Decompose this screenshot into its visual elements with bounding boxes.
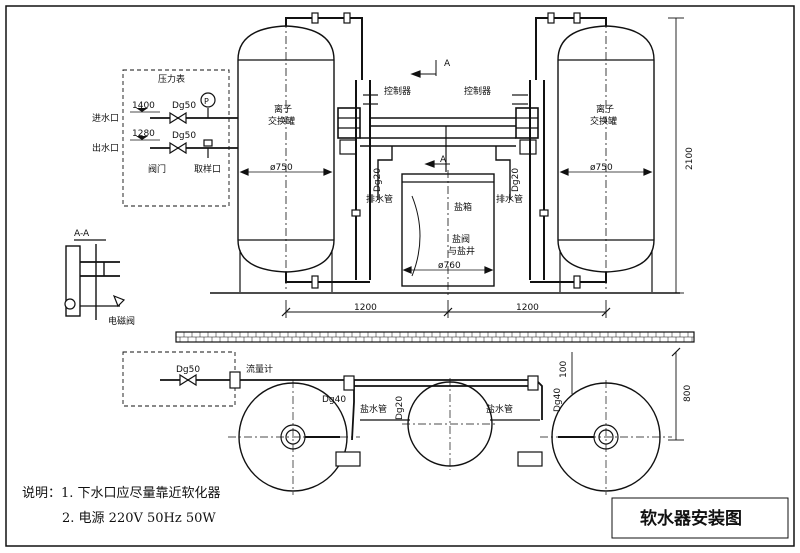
note-line-1: 说明：1. 下水口应尽量靠近软化器 xyxy=(22,485,221,501)
plan-view xyxy=(122,347,684,495)
label-pressure-gauge: 压力表 xyxy=(158,73,185,85)
note-line-2: 2. 电源 220V 50Hz 50W xyxy=(62,511,216,526)
dim-100: 100 xyxy=(559,361,569,378)
elevation-view xyxy=(122,12,684,318)
right-controller xyxy=(512,94,539,155)
controller-right-label: 控制器 xyxy=(464,85,491,97)
labels: 压力表 P 进水口 出水口 1400 1280 Dg50 Dg50 阀门 取样口… xyxy=(74,59,695,420)
dg40-left: Dg40 xyxy=(322,395,346,405)
left-controller xyxy=(337,94,378,155)
label-outlet: 出水口 xyxy=(92,142,119,154)
label-dg50-out: Dg50 xyxy=(172,131,196,141)
solenoid-label: 电磁阀 xyxy=(108,315,135,327)
flowmeter-label: 流量计 xyxy=(246,363,273,375)
title-block xyxy=(611,497,789,539)
dim-1200-right: 1200 xyxy=(516,303,539,313)
drawing-border xyxy=(5,5,795,547)
label-1400: 1400 xyxy=(132,101,155,111)
dg40-right: Dg40 xyxy=(553,388,563,412)
tank-left-label-2: 交换罐 xyxy=(268,115,295,127)
dia-left: ø750 xyxy=(270,163,293,173)
section-mark-top: A xyxy=(444,59,451,69)
tank-right-label-1: 离子 xyxy=(596,103,614,115)
gauge-p: P xyxy=(204,97,209,106)
dim-1200-left: 1200 xyxy=(354,303,377,313)
salt-box-label: 盐箱 xyxy=(454,201,472,213)
dg50-plan-label: Dg50 xyxy=(176,365,200,375)
salt-valve-label-2: 与盐井 xyxy=(448,245,475,257)
dia-salt: ø760 xyxy=(438,261,461,271)
right-exchange-tank xyxy=(557,20,655,292)
section-mark-mid: A xyxy=(440,155,447,165)
tank-right-label-2: 交换罐 xyxy=(590,115,617,127)
label-1280: 1280 xyxy=(132,129,155,139)
section-aa-detail xyxy=(64,239,126,320)
dg20-plan: Dg20 xyxy=(395,396,405,420)
left-exchange-tank xyxy=(237,20,335,292)
salt-box xyxy=(401,170,495,296)
tank-left-label-1: 离子 xyxy=(274,103,292,115)
dim-800: 800 xyxy=(683,385,693,402)
dg20-right: Dg20 xyxy=(511,168,521,192)
controller-left-label: 控制器 xyxy=(384,85,411,97)
wall-bricks xyxy=(175,332,693,342)
wall-hatch xyxy=(175,331,695,343)
label-inlet: 进水口 xyxy=(92,112,119,124)
dim-2100: 2100 xyxy=(685,147,695,170)
dg20-left: Dg20 xyxy=(373,168,383,192)
section-aa-label: A-A xyxy=(74,229,90,239)
label-sample-port: 取样口 xyxy=(194,163,221,175)
drain-right: 排水管 xyxy=(496,193,523,205)
label-valve: 阀门 xyxy=(148,163,166,175)
label-dg50-in: Dg50 xyxy=(172,101,196,111)
brine-right: 盐水管 xyxy=(486,403,513,415)
dia-right: ø750 xyxy=(590,163,613,173)
salt-valve-label-1: 盐阀 xyxy=(452,233,470,245)
drain-left: 排水管 xyxy=(366,193,393,205)
drawing-title: 软水器安装图 xyxy=(640,508,742,529)
brine-left: 盐水管 xyxy=(360,403,387,415)
